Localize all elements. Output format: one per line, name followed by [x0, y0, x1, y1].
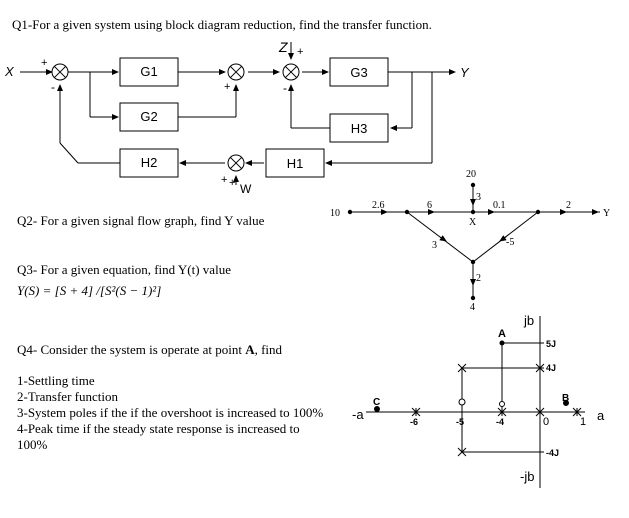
block-label: H1 — [287, 156, 304, 171]
y-tick-label: 4J — [546, 363, 556, 373]
point-c-mark — [374, 406, 380, 412]
point-b-mark — [563, 400, 569, 406]
block-h3 — [329, 113, 389, 143]
block-h1 — [265, 148, 325, 178]
c-label: C — [373, 397, 380, 408]
gain-label: 6 — [427, 200, 432, 211]
flow-node — [470, 182, 476, 188]
q4-item: 1-Settling time — [17, 373, 95, 388]
flow-node — [404, 209, 410, 215]
q2-signal-flow-graph — [350, 185, 600, 298]
q4-poles — [374, 340, 582, 457]
sign: - — [283, 81, 287, 95]
q1-labels: G1 G2 G3 H3 H2 H1 X Y Z W + - + + - + + — [4, 39, 470, 196]
block-label: G3 — [350, 65, 367, 80]
block-label: H2 — [141, 155, 158, 170]
q2-labels: 10 Y X 2.6 6 0.1 2 20 3 3 -5 2 4 — [330, 169, 610, 313]
minus-a-label: -a — [352, 407, 364, 422]
q4-item: 3-System poles if the if the overshoot i… — [17, 405, 324, 420]
gain-label: -5 — [506, 237, 514, 248]
q4-item: 2-Transfer function — [17, 389, 118, 404]
sign: + — [229, 177, 235, 189]
q4-title-suffix: , find — [254, 342, 283, 357]
x-tick-label: -5 — [456, 417, 464, 427]
pole-mark — [535, 407, 545, 417]
sign: + — [221, 174, 227, 186]
q4-item: 100% — [17, 437, 48, 452]
block-g3 — [329, 57, 389, 87]
block-label: H3 — [351, 121, 368, 136]
node-x-label: X — [469, 217, 477, 228]
pole-mark — [572, 407, 582, 417]
point-a-label: A — [498, 328, 506, 340]
sink-label: Y — [603, 208, 610, 219]
input-label: X — [4, 64, 15, 79]
gain-label: 20 — [466, 169, 476, 180]
q2-title: Q2- For a given signal flow graph, find … — [17, 213, 265, 228]
summing-junction — [227, 154, 245, 172]
flow-node — [470, 295, 476, 301]
q3-equation: Y(S) = [S + 4] /[S²(S − 1)²] — [17, 283, 162, 298]
gain-label: 3 — [432, 240, 437, 251]
sign: + — [41, 57, 47, 69]
jb-top-label: jb — [523, 313, 534, 328]
block-label: G2 — [140, 109, 157, 124]
x-tick-label: 0 — [543, 416, 549, 428]
point-a-mark — [499, 340, 505, 346]
output-label: Y — [460, 65, 470, 80]
sign: + — [224, 81, 230, 93]
disturbance-w: W — [240, 182, 252, 196]
pole-mark — [411, 407, 421, 417]
flow-node — [470, 209, 476, 215]
gain-label: 2.6 — [372, 200, 385, 211]
zero-mark — [458, 398, 466, 406]
jb-bottom-label: -jb — [520, 469, 534, 484]
pole-mark — [457, 363, 467, 373]
x-tick-label: 1 — [580, 416, 586, 428]
y-tick-label: 5J — [546, 339, 556, 349]
sign: + — [297, 46, 303, 58]
disturbance-z: Z — [278, 39, 288, 55]
summing-junction — [51, 63, 69, 81]
gain-label: 3 — [476, 192, 481, 203]
gain-label: 2 — [566, 200, 571, 211]
source-label: 10 — [330, 208, 340, 219]
flow-node — [535, 209, 541, 215]
q4-title-prefix: Q4- Consider the system is operate at po… — [17, 342, 246, 357]
pole-mark — [535, 363, 545, 373]
flow-node — [470, 259, 476, 265]
gain-label: 0.1 — [493, 200, 506, 211]
q4-item: 4-Peak time if the steady state response… — [17, 421, 300, 436]
summing-junction — [282, 63, 300, 81]
y-tick-label: -4J — [546, 448, 559, 458]
gain-label: 4 — [470, 302, 475, 313]
block-g1 — [119, 57, 179, 87]
x-tick-label: -4 — [496, 417, 504, 427]
q4-plot-labels: jb -jb -a a B C A 5J 4J -4J -6 -5 -4 0 1 — [352, 313, 605, 484]
q4-title-point: A — [245, 342, 255, 357]
q3-title: Q3- For a given equation, find Y(t) valu… — [17, 262, 231, 277]
q2-nodes — [347, 182, 541, 301]
q1-block-diagram — [20, 42, 456, 185]
summing-junction — [227, 63, 245, 81]
b-label: B — [562, 393, 569, 404]
gain-label: 2 — [476, 273, 481, 284]
sign: - — [51, 80, 55, 94]
block-h2 — [119, 148, 179, 178]
block-label: G1 — [140, 64, 157, 79]
q4-title: Q4- Consider the system is operate at po… — [17, 342, 282, 357]
q1-title: Q1-For a given system using block diagra… — [12, 17, 432, 32]
pole-mark — [497, 407, 507, 417]
x-tick-label: -6 — [410, 417, 418, 427]
q4-s-plane — [366, 316, 585, 488]
zero-mark — [499, 401, 505, 407]
a-label: a — [597, 408, 605, 423]
flow-node — [347, 209, 353, 215]
pole-mark — [457, 447, 467, 457]
block-g2 — [119, 102, 179, 132]
